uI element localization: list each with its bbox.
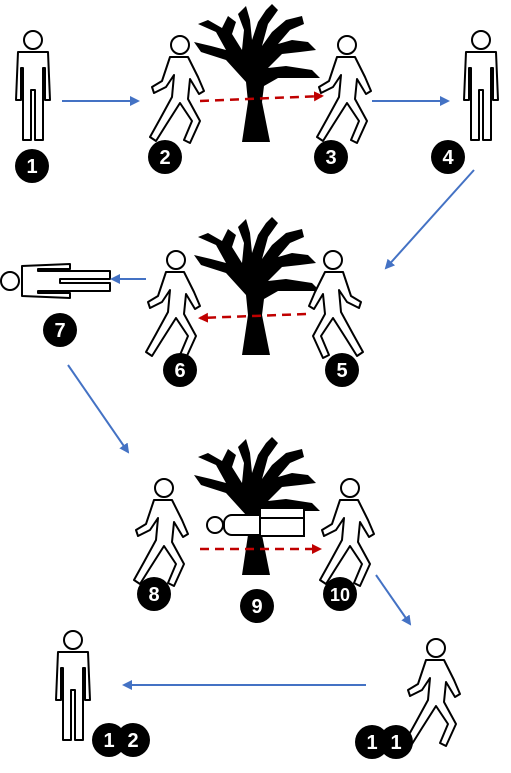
step-badge-2: 2 <box>148 140 182 174</box>
svg-text:1: 1 <box>26 156 37 178</box>
flow-arrow <box>375 574 412 626</box>
walking-person-icon <box>145 250 201 359</box>
step-badge-7: 7 <box>43 313 77 347</box>
standing-person-icon <box>15 30 51 141</box>
svg-text:4: 4 <box>442 147 454 169</box>
step-badge-10: 10 <box>323 577 357 611</box>
svg-text:10: 10 <box>330 585 350 605</box>
pass-arrow <box>199 91 324 103</box>
svg-text:7: 7 <box>54 320 65 342</box>
svg-text:2: 2 <box>127 730 138 752</box>
svg-text:9: 9 <box>251 596 262 618</box>
svg-text:8: 8 <box>148 584 159 606</box>
lying-person-icon <box>206 514 269 536</box>
step-badge-3: 3 <box>314 140 348 174</box>
step-badge-8: 8 <box>137 577 171 611</box>
walking-person-icon <box>149 35 205 144</box>
walking-person-icon <box>316 35 372 144</box>
step-badge-4: 4 <box>431 140 465 174</box>
step-badge-1: 1 <box>15 149 49 183</box>
svg-text:1: 1 <box>366 732 377 754</box>
standing-person-icon <box>55 630 91 741</box>
step-badge-6: 6 <box>163 353 197 387</box>
bare-tree-icon <box>194 4 320 142</box>
flow-arrow <box>67 364 130 454</box>
standing-person-icon <box>463 30 499 141</box>
walking-person-icon <box>319 478 375 587</box>
svg-text:5: 5 <box>336 360 347 382</box>
step-badge-11: 1 1 <box>355 725 413 759</box>
flow-arrow <box>384 169 475 270</box>
svg-text:2: 2 <box>159 147 170 169</box>
lying-person-icon <box>1 264 110 298</box>
svg-text:3: 3 <box>325 147 336 169</box>
walking-person-icon <box>405 638 461 747</box>
step-badge-9: 9 <box>240 589 274 623</box>
bare-tree-icon <box>194 437 320 575</box>
svg-text:6: 6 <box>174 360 185 382</box>
walking-person-icon <box>308 250 364 359</box>
step-badge-5: 5 <box>325 353 359 387</box>
bare-tree-icon <box>194 217 320 355</box>
svg-text:1: 1 <box>103 730 114 752</box>
box-icon <box>259 507 305 537</box>
walking-person-icon <box>133 478 189 587</box>
step-badge-12: 1 2 <box>92 723 150 757</box>
pass-arrow <box>198 312 307 323</box>
svg-text:1: 1 <box>390 732 401 754</box>
